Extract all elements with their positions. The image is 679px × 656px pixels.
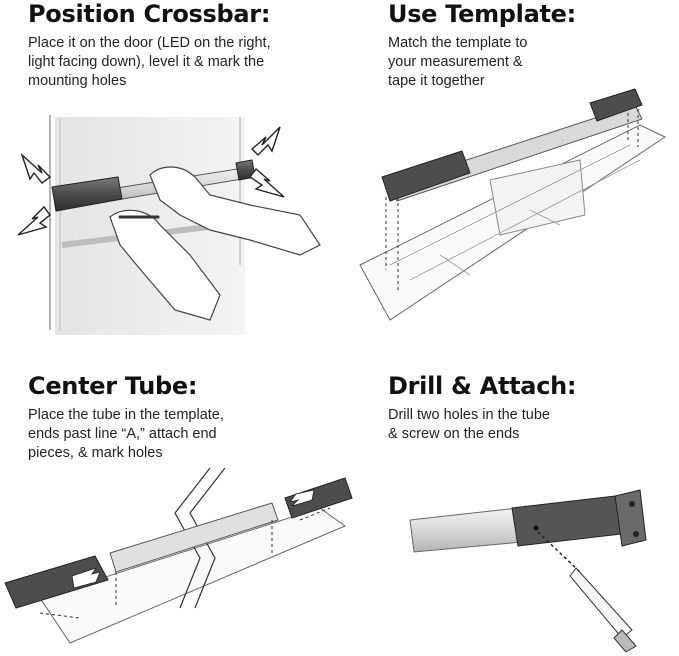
template-overlap: [489, 159, 586, 236]
hand-left: [109, 209, 221, 321]
crossbar-end-cap-left: [381, 150, 471, 202]
direction-arrow-icon: [71, 567, 101, 589]
center-tube-illustration: [4, 468, 353, 644]
mounting-hole: [633, 531, 639, 537]
step-title: Center Tube:: [28, 372, 198, 400]
step-description: Drill two holes in the tube & screw on t…: [388, 406, 668, 444]
step-description: Place the tube in the template, ends pas…: [28, 406, 328, 463]
drill-hole: [533, 525, 539, 531]
step-description-line: Match the template to: [388, 35, 528, 51]
step-description: Place it on the door (LED on the right, …: [28, 34, 328, 91]
step-drill-attach: Drill & Attach: Drill two holes in the t…: [388, 372, 668, 444]
center-tube: [109, 502, 279, 573]
crossbar-end-cap-left: [51, 176, 123, 212]
step-title: Use Template:: [388, 0, 576, 28]
crossbar-end-cap-right: [589, 88, 643, 122]
hand-right: [149, 166, 321, 256]
step-title: Position Crossbar:: [28, 0, 271, 28]
step-description-line: Drill two holes in the tube: [388, 407, 550, 423]
drill-path: [537, 531, 581, 573]
step-use-template: Use Template: Match the template to your…: [388, 0, 668, 91]
direction-arrow-icon: [289, 489, 315, 507]
drill-attach-illustration: [409, 489, 647, 653]
step-title: Drill & Attach:: [388, 372, 577, 400]
alignment-guides: [385, 109, 639, 290]
arrow-icon: [20, 152, 52, 184]
step-description-line: Place the tube in the template,: [28, 407, 224, 423]
step-description-line: pieces, & mark holes: [28, 445, 163, 461]
pointer-arrows: [17, 126, 285, 236]
mounting-hole: [629, 501, 635, 507]
end-piece: [511, 495, 623, 547]
step-description-line: mounting holes: [28, 73, 127, 89]
template-markings: [389, 144, 641, 281]
step-description-line: Place it on the door (LED on the right,: [28, 35, 271, 51]
step-description-line: tape it together: [388, 73, 485, 89]
end-piece-left: [4, 555, 109, 609]
arrow-icon: [17, 205, 51, 236]
crossbar-on-door-illustration: [17, 115, 321, 335]
end-piece-right: [284, 477, 353, 519]
arrow-icon: [250, 126, 281, 156]
step-description-line: & screw on the ends: [388, 426, 520, 442]
step-description-line: ends past line “A,” attach end: [28, 426, 217, 442]
step-center-tube: Center Tube: Place the tube in the templ…: [28, 372, 328, 463]
template-illustration: [359, 88, 667, 321]
step-position-crossbar: Position Crossbar: Place it on the door …: [28, 0, 328, 91]
step-description-line: your measurement &: [388, 54, 523, 70]
alignment-guides: [39, 507, 331, 619]
drill-chuck: [613, 629, 637, 653]
tube: [409, 507, 523, 553]
drill-icon: [569, 567, 633, 639]
step-description-line: light facing down), level it & mark the: [28, 54, 265, 70]
step-description: Match the template to your measurement &…: [388, 34, 668, 91]
mounting-bracket: [614, 489, 647, 547]
arrow-icon: [248, 167, 285, 198]
